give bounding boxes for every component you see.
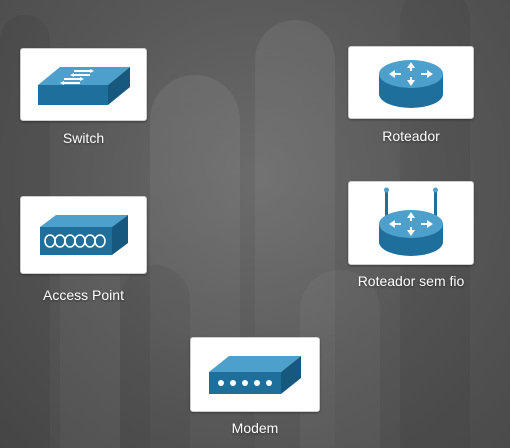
modem-icon: [209, 355, 301, 394]
device-modem[interactable]: Modem: [190, 337, 320, 436]
router-card[interactable]: [348, 46, 474, 119]
access-point-icon: [39, 215, 128, 255]
router-label: Roteador: [382, 128, 440, 144]
switch-card[interactable]: [20, 48, 147, 121]
switch-icon: [37, 66, 130, 105]
switch-label: Switch: [62, 130, 105, 146]
device-wireless-router[interactable]: Roteador sem fio: [348, 181, 474, 289]
wireless-router-card[interactable]: [348, 181, 474, 265]
wireless-router-icon: [379, 187, 443, 256]
modem-label: Modem: [231, 420, 279, 436]
access-point-card[interactable]: [20, 196, 147, 274]
router-icon: [379, 59, 443, 108]
device-router[interactable]: Roteador: [348, 46, 474, 144]
device-switch[interactable]: Switch: [20, 48, 147, 146]
device-access-point[interactable]: Access Point: [20, 196, 147, 303]
wireless-router-label: Roteador sem fio: [357, 273, 465, 289]
modem-card[interactable]: [190, 337, 320, 412]
access-point-label: Access Point: [43, 287, 124, 303]
